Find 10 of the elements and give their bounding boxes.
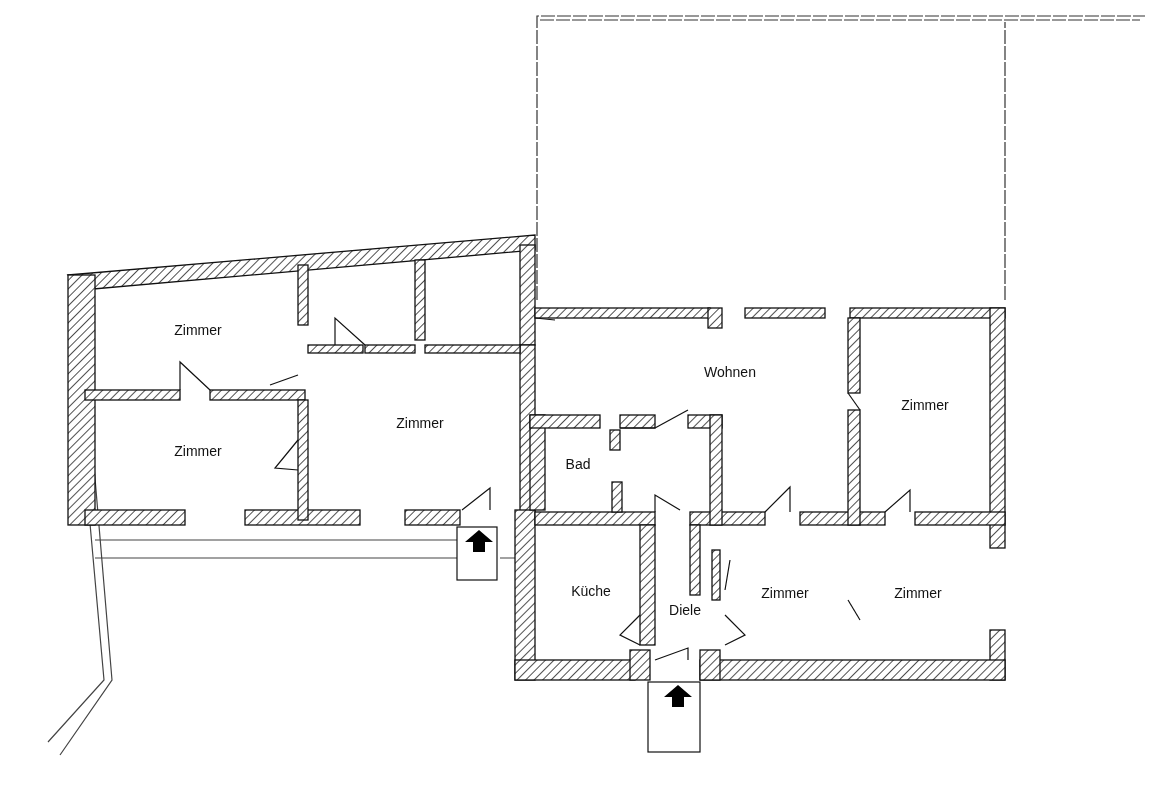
room-label: Wohnen — [702, 364, 758, 380]
room-label: Zimmer — [172, 443, 224, 459]
room-label: Zimmer — [172, 322, 224, 338]
room-label: Diele — [667, 602, 703, 618]
room-label: Bad — [563, 456, 593, 472]
room-label: Zimmer — [899, 397, 951, 413]
room-label: Zimmer — [759, 585, 811, 601]
room-label: Zimmer — [394, 415, 446, 431]
room-label: Zimmer — [892, 585, 944, 601]
room-label: Küche — [569, 583, 613, 599]
